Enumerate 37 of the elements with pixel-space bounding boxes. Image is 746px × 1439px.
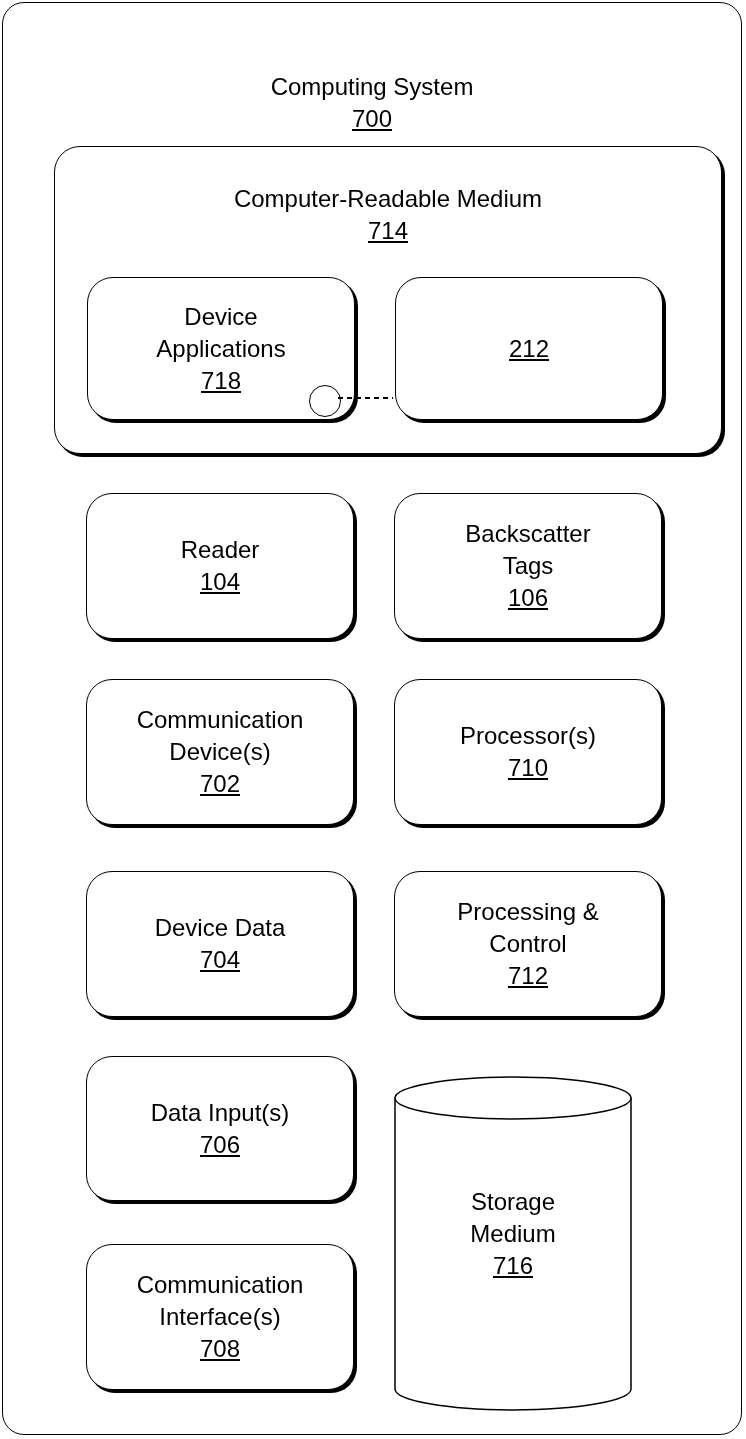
reference-number: 712 bbox=[507, 961, 548, 991]
reference-number: 714 bbox=[367, 216, 408, 246]
component-label: Communication Interface(s) bbox=[135, 1270, 305, 1332]
component-box bbox=[394, 871, 662, 1017]
medium-panel bbox=[54, 146, 722, 454]
reference-number: 708 bbox=[199, 1334, 240, 1364]
component-box bbox=[86, 1244, 354, 1390]
component-box bbox=[86, 1056, 354, 1201]
component-label: Reader bbox=[180, 535, 260, 565]
component-label: Backscatter Tags bbox=[464, 519, 592, 581]
component-label: Computing System bbox=[270, 72, 474, 102]
reference-number: 104 bbox=[199, 567, 240, 597]
component-box bbox=[394, 493, 662, 639]
reference-number: 702 bbox=[199, 769, 240, 799]
reference-number: 212 bbox=[508, 333, 549, 364]
component-box bbox=[394, 679, 662, 825]
reference-number: 716 bbox=[492, 1251, 533, 1281]
component-label: Device Applications bbox=[155, 301, 287, 364]
component-box bbox=[87, 277, 355, 420]
component-box bbox=[395, 277, 663, 420]
component-label: Device Data bbox=[154, 913, 286, 943]
reference-number: 706 bbox=[199, 1129, 240, 1160]
component-label: Storage Medium bbox=[469, 1187, 557, 1249]
component-box bbox=[86, 493, 354, 639]
reference-number: 700 bbox=[351, 104, 392, 134]
component-label: Communication Device(s) bbox=[135, 705, 305, 767]
reference-number: 106 bbox=[507, 583, 548, 613]
reference-number: 704 bbox=[199, 945, 240, 975]
component-label: Processing & Control bbox=[456, 897, 600, 959]
component-label: Data Input(s) bbox=[150, 1097, 290, 1128]
component-box bbox=[86, 871, 354, 1017]
component-box bbox=[86, 679, 354, 825]
reference-number: 718 bbox=[200, 365, 241, 396]
component-label: Computer-Readable Medium bbox=[233, 184, 543, 214]
component-label: Processor(s) bbox=[460, 721, 596, 751]
reference-number: 710 bbox=[507, 753, 548, 783]
dashed-leader-line bbox=[337, 397, 394, 399]
